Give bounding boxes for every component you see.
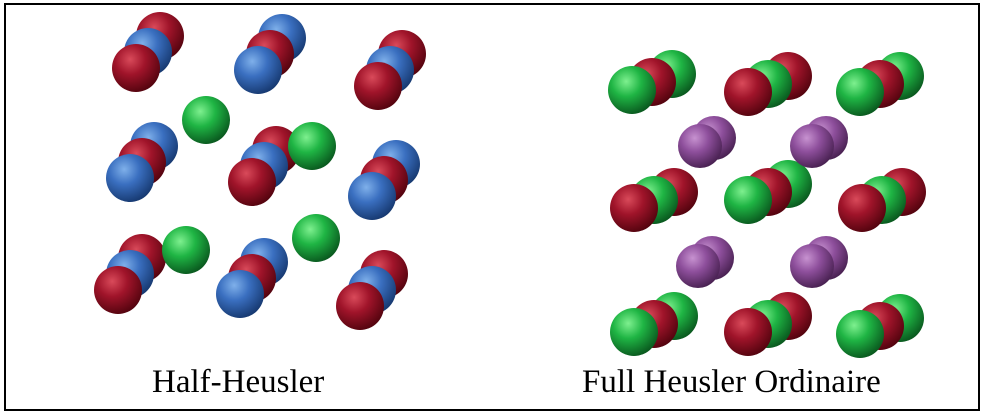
- green-atom: [162, 226, 210, 274]
- green-atom: [836, 68, 884, 116]
- half-heusler-structure: [94, 12, 426, 330]
- red-atom: [724, 308, 772, 356]
- green-atom: [608, 66, 656, 114]
- green-atom: [610, 308, 658, 356]
- green-atom: [288, 122, 336, 170]
- green-atom: [292, 214, 340, 262]
- full-heusler-caption: Full Heusler Ordinaire: [582, 364, 881, 400]
- full-heusler-structure: [608, 50, 926, 358]
- half-heusler-caption: Half-Heusler: [152, 364, 325, 400]
- purple-atom: [676, 244, 720, 288]
- red-atom: [112, 44, 160, 92]
- red-atom: [94, 266, 142, 314]
- red-atom: [838, 184, 886, 232]
- purple-atom: [790, 124, 834, 168]
- green-atom: [836, 310, 884, 358]
- red-atom: [336, 282, 384, 330]
- green-atom: [724, 176, 772, 224]
- red-atom: [724, 68, 772, 116]
- blue-atom: [106, 154, 154, 202]
- purple-atom: [678, 124, 722, 168]
- red-atom: [354, 62, 402, 110]
- blue-atom: [348, 172, 396, 220]
- green-atom: [182, 96, 230, 144]
- purple-atom: [790, 244, 834, 288]
- figure-frame: [4, 3, 980, 411]
- red-atom: [228, 158, 276, 206]
- blue-atom: [234, 46, 282, 94]
- red-atom: [610, 184, 658, 232]
- blue-atom: [216, 270, 264, 318]
